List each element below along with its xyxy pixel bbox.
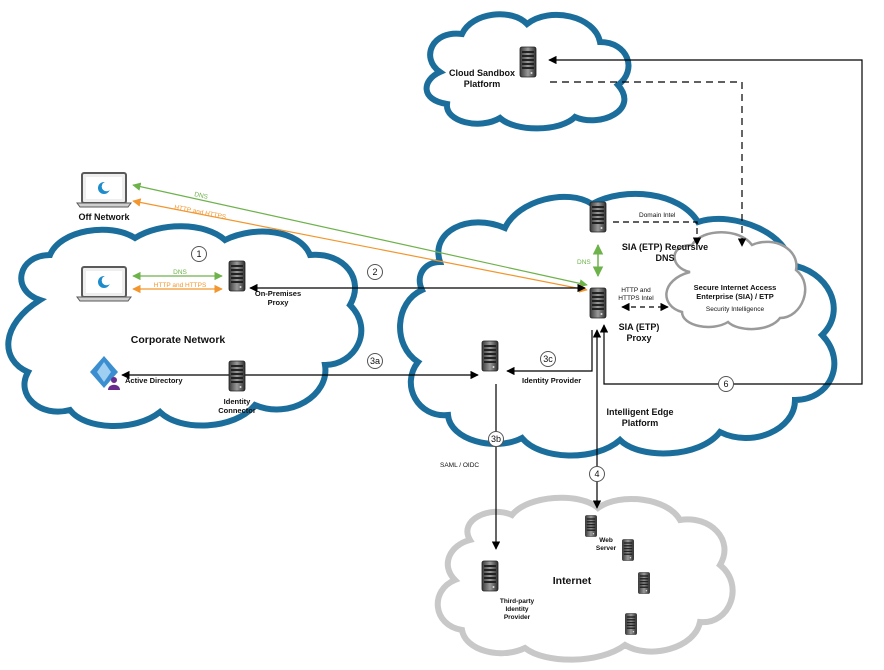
- internet-server-icon-2: [638, 572, 650, 594]
- step-4-badge: 4: [589, 466, 605, 482]
- step-6-line: [548, 55, 863, 385]
- step-3b-badge: 3b: [488, 431, 504, 447]
- sandbox-dashed-line: [550, 81, 747, 247]
- step-6-badge: 6: [718, 376, 734, 392]
- svg-text:6: 6: [723, 379, 728, 389]
- svg-text:3c: 3c: [543, 354, 553, 364]
- corporate-http-label: HTTP and HTTPS: [154, 282, 207, 289]
- corporate-network-label: Corporate Network: [131, 334, 226, 346]
- corporate-dns-label: DNS: [173, 269, 187, 276]
- domain-intel-line: [613, 221, 702, 246]
- identity-connector-server-icon: [228, 360, 246, 392]
- internet-label: Internet: [553, 575, 592, 587]
- internet-server-icon-3: [625, 613, 637, 635]
- internet-cloud: [434, 494, 736, 663]
- svg-text:2: 2: [372, 267, 377, 277]
- internet-server-icon-1: [622, 539, 634, 561]
- sia-proxy-label: SIA (ETP)Proxy: [619, 322, 660, 343]
- off-network-label: Off Network: [78, 212, 130, 222]
- web-server-icon: [585, 515, 597, 537]
- sia-proxy-server-icon: [589, 287, 607, 319]
- step-1-badge: 1: [191, 246, 207, 262]
- cloud-sandbox-server-icon: [519, 46, 537, 78]
- sia-dns-label: DNS: [577, 259, 591, 266]
- svg-text:3a: 3a: [370, 356, 380, 366]
- third-party-idp-server-icon: [481, 560, 499, 592]
- off-network-dns-label: DNS: [194, 191, 210, 201]
- domain-intel-label: Domain Intel: [639, 212, 676, 219]
- svg-text:4: 4: [594, 469, 599, 479]
- off-network-laptop-icon: [76, 172, 132, 208]
- corporate-laptop-icon: [76, 266, 132, 302]
- identity-provider-label: Identity Provider: [522, 376, 581, 385]
- step-2-badge: 2: [367, 264, 383, 280]
- svg-text:3b: 3b: [491, 434, 501, 444]
- svg-text:1: 1: [196, 249, 201, 259]
- off-network-http-label: HTTP and HTTPS: [174, 204, 228, 221]
- recursive-dns-server-icon: [589, 201, 607, 233]
- security-intelligence-label: Security Intelligence: [706, 306, 765, 313]
- corporate-network-cloud: [5, 223, 365, 430]
- on-premises-proxy-server-icon: [228, 260, 246, 292]
- step-3c-badge: 3c: [540, 351, 556, 367]
- identity-provider-server-icon: [481, 340, 499, 372]
- off-network-http-line: [132, 198, 588, 293]
- step-3a-badge: 3a: [367, 353, 383, 369]
- saml-oidc-label: SAML / OIDC: [440, 462, 479, 469]
- active-directory-icon: [90, 356, 120, 390]
- step-3c-line: [506, 330, 593, 376]
- active-directory-label: Active Directory: [125, 376, 183, 385]
